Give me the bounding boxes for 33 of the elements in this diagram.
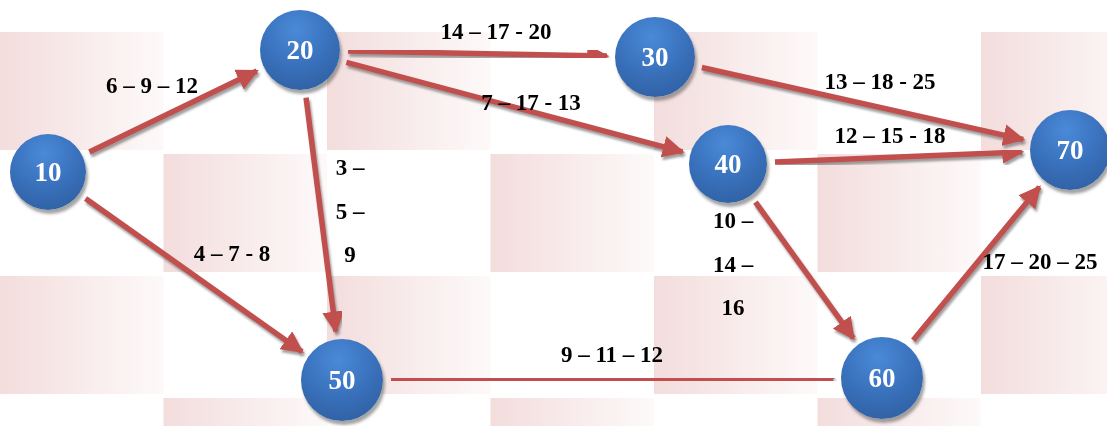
arrow <box>347 44 610 67</box>
edge-label: 3 – 5 – 9 <box>334 154 366 270</box>
arrow <box>88 68 259 155</box>
edge-label: 13 – 18 - 25 <box>824 68 936 96</box>
node-label: 50 <box>328 364 356 396</box>
node-circle <box>260 10 340 90</box>
node-label: 10 <box>34 156 62 188</box>
node-label: 60 <box>868 362 896 394</box>
node-circle <box>10 134 86 210</box>
edge-label: 7 – 17 - 13 <box>481 89 581 117</box>
edge-label: 12 – 15 - 18 <box>834 122 946 150</box>
node-label: 20 <box>286 34 314 66</box>
node-circle <box>301 339 383 421</box>
arrow <box>83 196 304 354</box>
arrow <box>774 141 1025 165</box>
node-circle <box>841 337 923 419</box>
edge-label: 14 – 17 - 20 <box>440 18 552 46</box>
node-label: 70 <box>1056 134 1084 166</box>
node-label: 40 <box>714 148 742 180</box>
arrow <box>303 97 345 334</box>
arrow <box>345 59 685 158</box>
node-circle <box>689 125 767 203</box>
arrow <box>391 367 836 390</box>
node-circle <box>1030 110 1107 190</box>
edge-label: 17 – 20 – 25 <box>982 248 1098 276</box>
edge-label: 6 – 9 – 12 <box>106 72 198 100</box>
edge-label: 10 – 14 – 16 <box>711 207 755 323</box>
node-label: 30 <box>641 41 669 73</box>
arrow <box>911 185 1042 342</box>
edge-label: 9 – 11 – 12 <box>560 341 664 369</box>
edge-label: 4 – 7 - 8 <box>193 240 271 268</box>
arrow <box>701 64 1026 146</box>
arrow <box>753 200 856 340</box>
